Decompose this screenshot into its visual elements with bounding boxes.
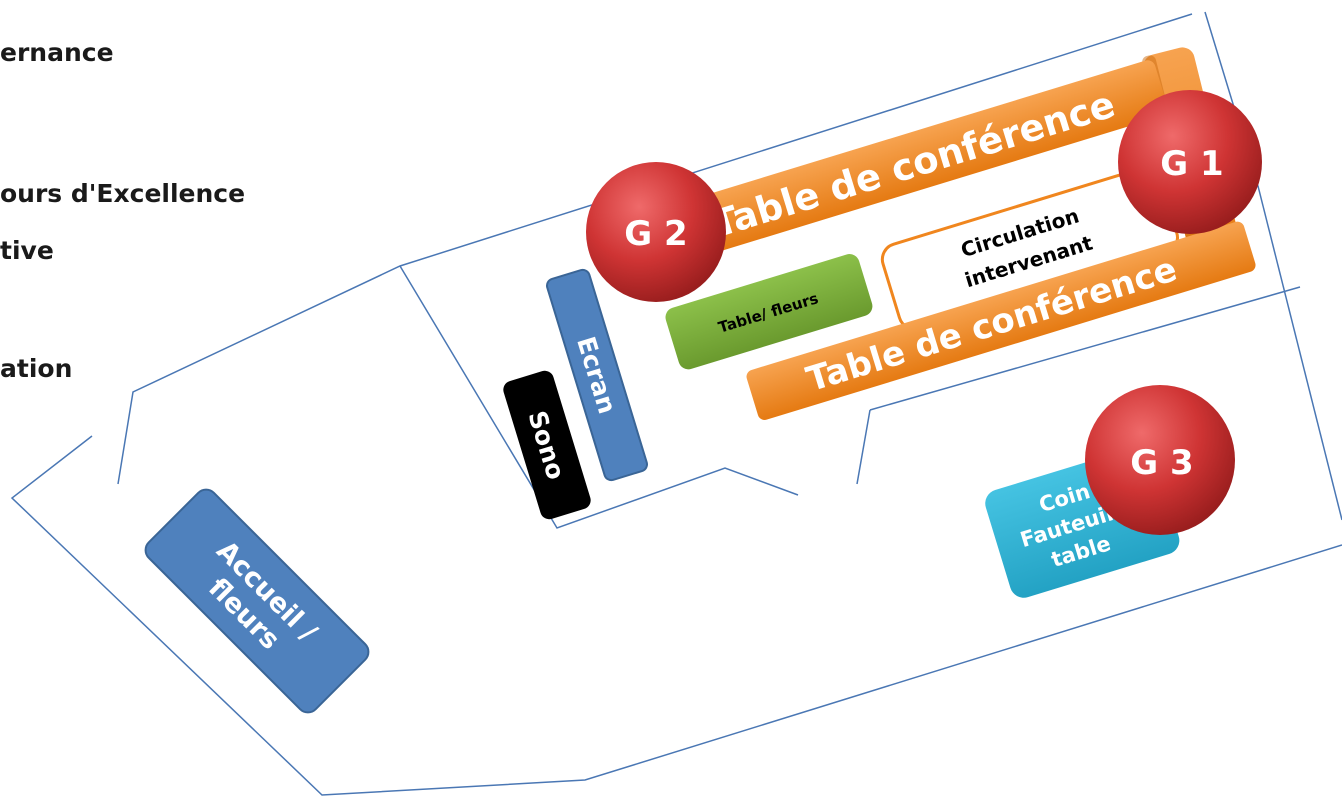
- side-text-line-2: ours d'Excellence: [0, 179, 246, 208]
- wall-segment: [869, 286, 1301, 411]
- conference-table-top-shape: [676, 60, 1168, 258]
- reception-area-shape: [144, 488, 370, 714]
- sound-system-shape: [503, 370, 591, 520]
- group-marker-g1: G 1: [1118, 90, 1262, 234]
- side-text-line-1: ernance: [0, 38, 114, 67]
- screen-shape: [546, 268, 648, 482]
- wall-segment: [10, 435, 1342, 796]
- group-marker-g3-label: G 3: [1130, 443, 1193, 483]
- side-text-line-4: ation: [0, 354, 73, 383]
- wall-segment: [117, 13, 1193, 485]
- group-marker-g2-ball: [586, 162, 726, 302]
- reception-area: Accueil / fleurs: [144, 488, 370, 714]
- conference-table-bottom-shape: [746, 221, 1256, 420]
- flower-table-shape: [665, 254, 873, 370]
- flower-table: Table/ fleurs: [665, 254, 873, 370]
- group-marker-g2: G 2: [586, 162, 726, 302]
- group-marker-g1-label: G 1: [1160, 144, 1223, 184]
- room-outline: [10, 11, 1342, 796]
- group-marker-g1-ball: [1118, 90, 1262, 234]
- wall-segment: [399, 265, 799, 529]
- wall-segment: [1257, 185, 1342, 521]
- wall-segment: [856, 409, 871, 485]
- side-text-line-3: tive: [0, 236, 54, 265]
- group-marker-g2-label: G 2: [624, 214, 687, 254]
- sound-system: Sono: [503, 370, 591, 520]
- circulation-area: Circulation intervenant: [880, 166, 1179, 331]
- group-marker-g3-ball: [1085, 385, 1235, 535]
- group-marker-g3: G 3: [1085, 385, 1235, 535]
